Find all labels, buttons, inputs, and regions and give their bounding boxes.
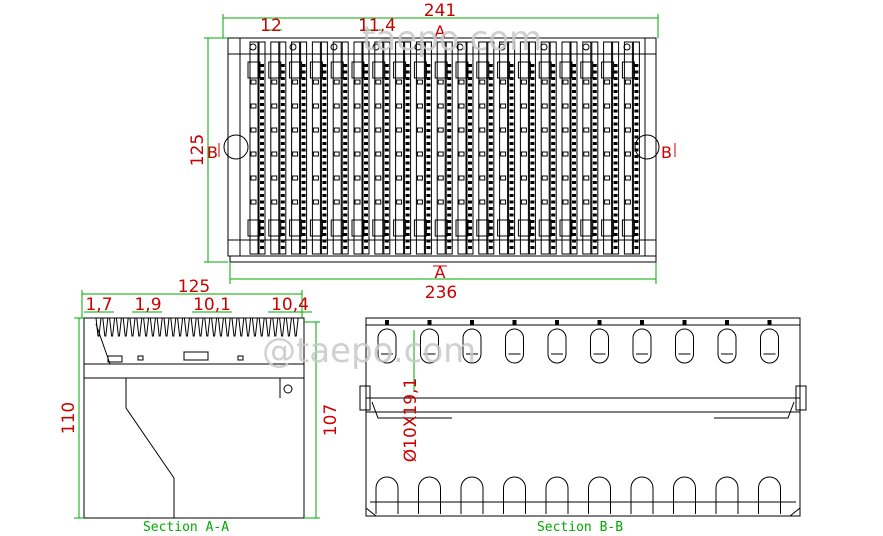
module-column [497,41,516,255]
watermark-bottom: @taepo.com [262,331,476,371]
cable-slot-top [675,320,694,364]
cable-slot-top [547,320,567,364]
dim-11-4: 11,4 [358,16,396,36]
caption-section-a-a: Section A-A [143,520,229,535]
mount-hole [289,43,297,51]
module-column [309,41,328,255]
dim-1-9: 1,9 [134,295,161,315]
dim-236: 236 [425,283,457,303]
top-view: 241 12 11,4 A 125 B B [188,1,676,303]
cable-slot-top [590,320,609,364]
module-column [434,41,453,255]
cable-slot-bottom [375,476,399,514]
cable-slot-bottom [715,476,739,514]
module-column [289,41,308,255]
module-column [268,41,287,255]
mount-hole [372,43,380,51]
module-column [538,41,557,255]
dim-10-1: 10,1 [193,295,231,315]
cable-slot-top [760,320,779,364]
dim-1-7: 1,7 [85,295,112,315]
dim-hole-size: Ø10X19,1 [401,378,421,463]
dim-107: 107 [321,404,341,436]
cable-slot-top [420,320,439,364]
mount-hole [330,43,338,51]
cable-slot-bottom [418,476,441,514]
cable-slot-top [462,320,482,364]
module-column [559,41,578,255]
cable-slot-bottom [460,476,484,514]
mount-hole [414,43,422,51]
cable-slot-top [377,320,397,364]
section-b-b: Ø10X19,1 Section B-B [359,317,807,535]
cable-slot-bottom [758,476,781,514]
module-column [393,41,412,255]
mount-hole [456,43,464,51]
module-column [351,41,370,255]
module-column [476,41,495,255]
dim-125-width: 125 [178,277,210,297]
mount-hole [498,43,506,51]
section-a-marker-bottom: A [435,263,446,282]
section-a-marker-top: A [435,22,446,41]
section-a-a: 125 1,7 1,9 10,1 10,4 110 107 Sect [59,277,341,535]
module-column [517,41,536,255]
mount-hole [582,43,590,51]
module-column [601,41,620,255]
cable-slot-bottom [588,476,611,514]
dim-110: 110 [59,402,79,434]
module-column [247,41,266,255]
module-column [330,41,349,255]
module-column [580,41,599,255]
dim-10-4: 10,4 [271,295,309,315]
dim-12: 12 [260,16,282,36]
cable-slot-bottom [503,476,526,514]
dim-125-height: 125 [188,134,208,166]
cable-slot-bottom [630,476,654,514]
module-column [372,41,391,255]
section-b-marker-left: B [207,143,218,162]
module-column [455,41,474,255]
mount-hole [249,43,257,51]
caption-section-b-b: Section B-B [537,520,623,535]
cable-slot-top [632,320,652,364]
cable-slot-bottom [545,476,569,514]
module-column [621,41,640,255]
cable-slot-bottom [673,476,696,514]
cable-slot-top [505,320,524,364]
section-b-marker-right: B [661,143,672,162]
cable-slot-top [717,320,737,364]
watermark-top: taepo.com [362,19,542,59]
dim-241: 241 [424,1,456,21]
module-column [413,41,432,255]
